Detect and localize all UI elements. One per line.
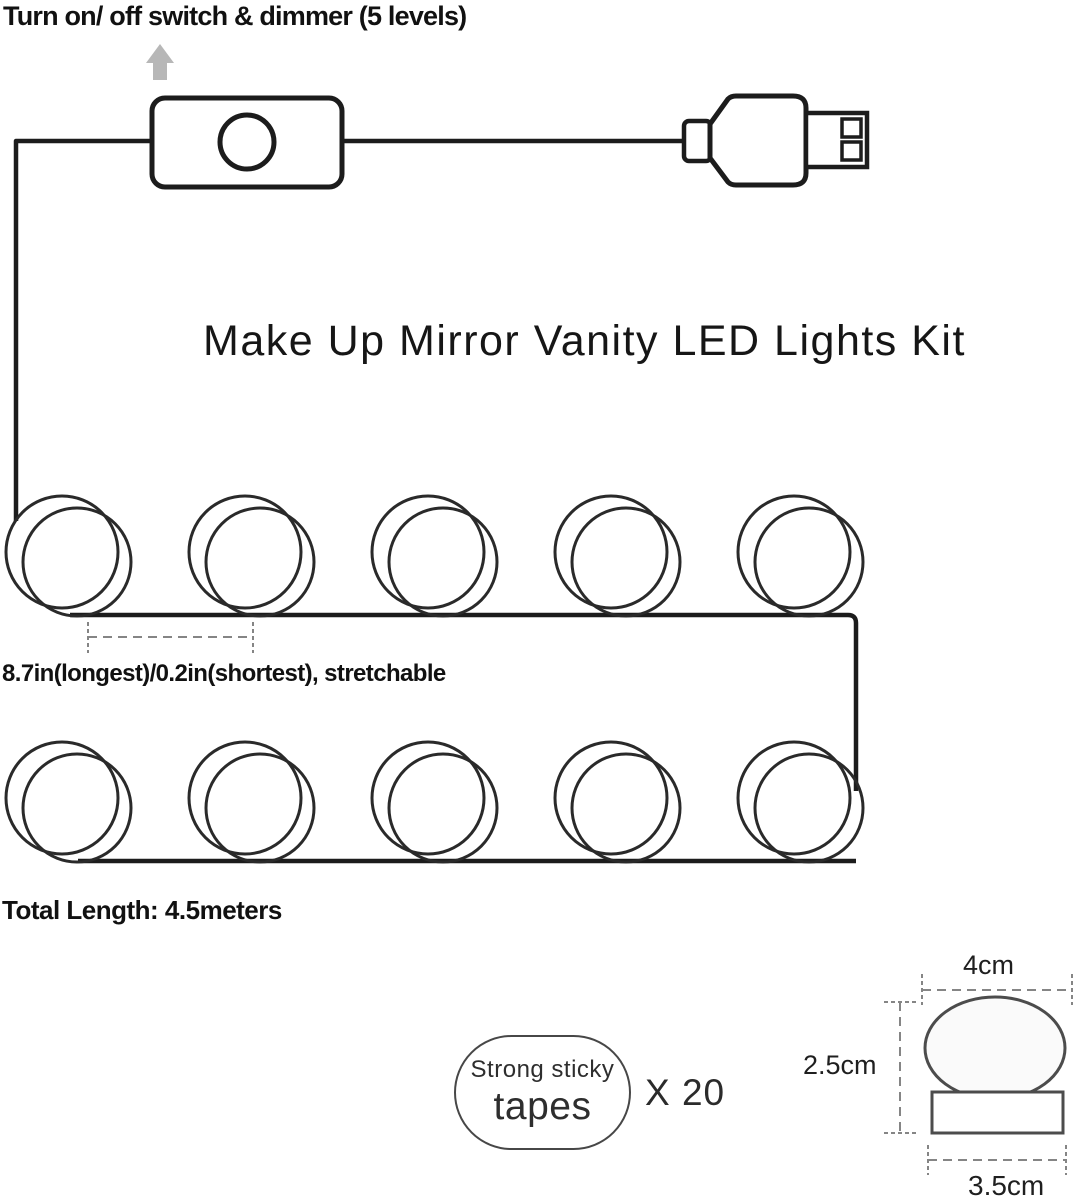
page-title: Make Up Mirror Vanity LED Lights Kit: [203, 317, 966, 365]
led-bulb-strip: [4, 494, 865, 864]
led-bulb-outline-back: [387, 506, 499, 618]
spacing-note: 8.7in(longest)/0.2in(shortest), stretcha…: [2, 660, 446, 687]
bulb-size-diagram: [884, 974, 1073, 1175]
usb-plug-icon: [681, 93, 870, 188]
led-bulb: [553, 740, 669, 856]
led-bulb-outline-back: [204, 752, 316, 864]
led-bulb: [553, 494, 669, 610]
sticky-tapes-line2: tapes: [493, 1085, 592, 1128]
dimension-height-label: 2.5cm: [803, 1050, 877, 1080]
led-bulb-outline-back: [21, 752, 133, 864]
dimmer-switch: [149, 95, 345, 190]
usb-body: [707, 93, 809, 188]
led-bulb: [4, 494, 120, 610]
led-bulb-outline-back: [753, 752, 865, 864]
tapes-count-label: X 20: [645, 1072, 726, 1113]
sticky-tapes-line1: Strong sticky: [470, 1056, 615, 1083]
switch-button: [217, 112, 277, 172]
usb-neck: [681, 118, 714, 164]
up-arrow-icon: [146, 44, 174, 80]
led-bulb-outline-back: [753, 506, 865, 618]
sticky-tapes-badge: Strong sticky tapes: [454, 1035, 631, 1150]
usb-contact-bottom: [840, 140, 863, 162]
led-bulb: [4, 740, 120, 856]
power-cord-wire: [13, 138, 859, 864]
wire-left-segment: [13, 138, 152, 521]
led-bulb-outline-back: [21, 506, 133, 618]
led-bulb-outline-back: [387, 752, 499, 864]
spacing-measure: [87, 622, 254, 653]
led-bulb: [736, 740, 852, 856]
dimension-top-width-label: 4cm: [963, 950, 1015, 980]
led-bulb-outline-back: [570, 752, 682, 864]
led-bulb: [187, 740, 303, 856]
dimension-base-width-label: 3.5cm: [968, 1170, 1045, 1200]
led-bulb-outline-back: [204, 506, 316, 618]
total-length-note: Total Length: 4.5meters: [2, 895, 282, 925]
wire-row1: [70, 612, 859, 791]
led-bulb: [187, 494, 303, 610]
switch-dimmer-label: Turn on/ off switch & dimmer (5 levels): [3, 1, 467, 31]
usb-contact-top: [840, 117, 863, 139]
bulb-dome: [923, 995, 1067, 1101]
led-bulb-outline-back: [570, 506, 682, 618]
led-bulb: [370, 740, 486, 856]
led-bulb: [736, 494, 852, 610]
led-bulb: [370, 494, 486, 610]
bulb-base: [930, 1090, 1065, 1135]
